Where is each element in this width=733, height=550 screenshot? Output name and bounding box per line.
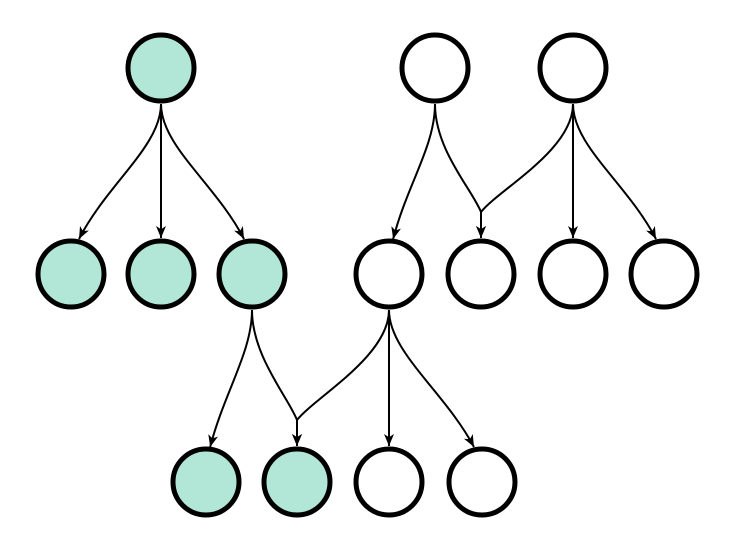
edge-t2-m5 bbox=[434, 103, 486, 238]
edge-t1-m1 bbox=[78, 103, 162, 240]
tree-node-m3 bbox=[216, 238, 288, 310]
edge-m3-b2 bbox=[251, 309, 302, 446]
tree-node-b1 bbox=[170, 446, 242, 518]
tree-node-m6 bbox=[537, 238, 609, 310]
tree-node-b2 bbox=[261, 446, 333, 518]
tree-node-t3 bbox=[537, 32, 609, 104]
edge-m4-b2 bbox=[292, 309, 390, 446]
edge-t3-m5 bbox=[476, 103, 574, 238]
tree-node-m4 bbox=[353, 238, 425, 310]
nodes-layer bbox=[35, 32, 700, 518]
tree-node-t2 bbox=[399, 32, 471, 104]
tree-node-b4 bbox=[446, 446, 518, 518]
edge-t2-m4 bbox=[391, 103, 436, 240]
tree-node-m7 bbox=[628, 238, 700, 310]
tree-node-m5 bbox=[445, 238, 517, 310]
edge-t3-m7 bbox=[572, 103, 657, 240]
edge-t1-m3 bbox=[160, 103, 245, 240]
tree-node-t1 bbox=[125, 32, 197, 104]
edge-m3-b1 bbox=[208, 309, 253, 448]
tree-node-m2 bbox=[125, 238, 197, 310]
tree-node-m1 bbox=[35, 238, 107, 310]
edges-layer bbox=[78, 103, 657, 448]
tree-node-b3 bbox=[353, 446, 425, 518]
edge-m4-b4 bbox=[388, 309, 475, 448]
